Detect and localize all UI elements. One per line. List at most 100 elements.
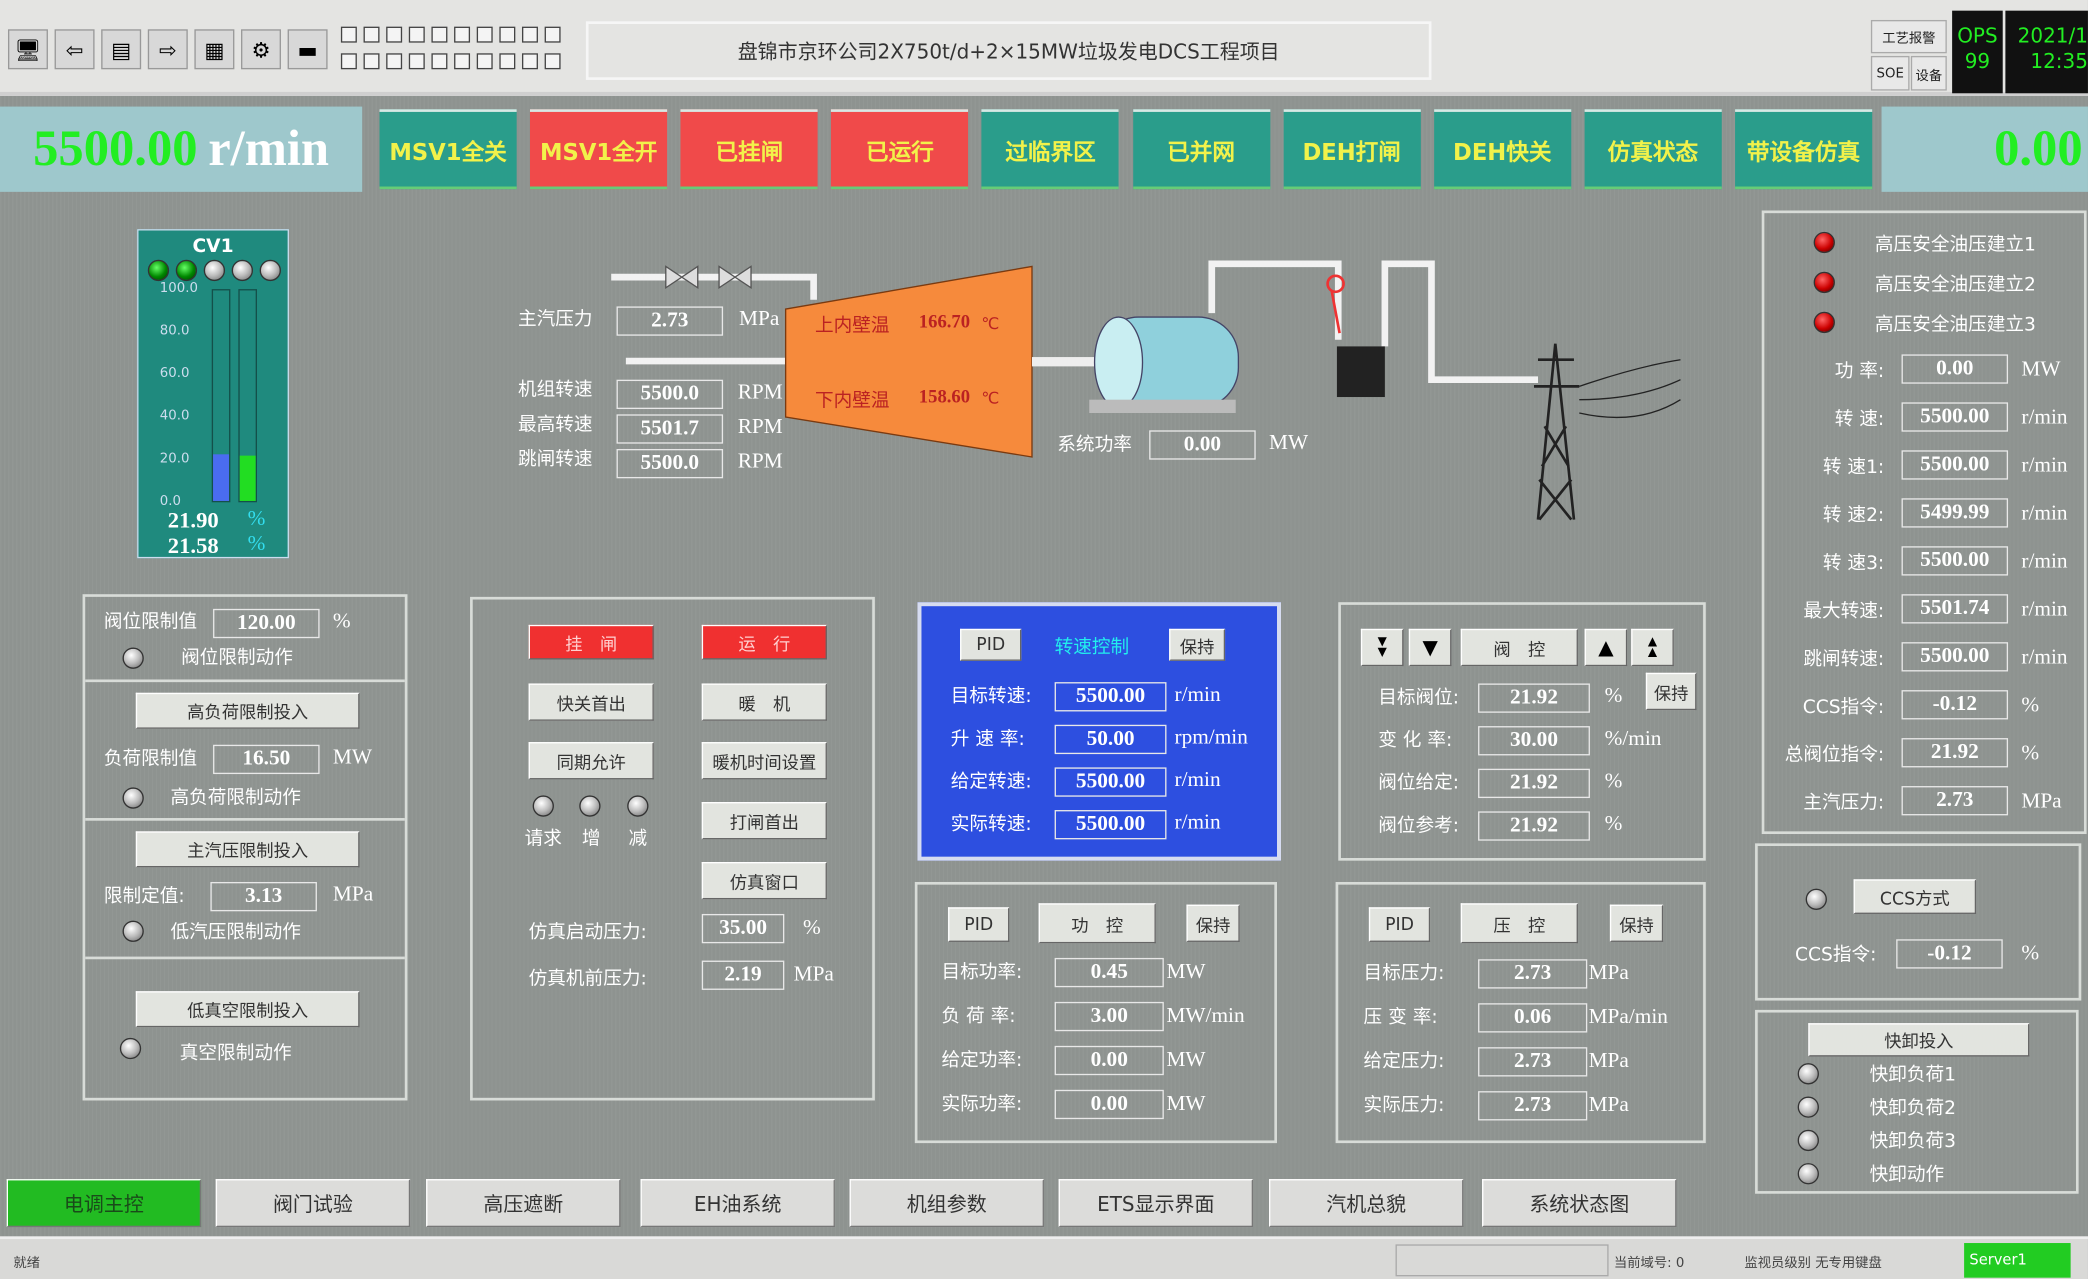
pressure-row-value[interactable]: 2.73 bbox=[1478, 959, 1588, 989]
status-row-value[interactable]: 21.92 bbox=[1901, 738, 2009, 768]
nav-tab[interactable]: ETS显示界面 bbox=[1058, 1179, 1254, 1228]
nav-tab[interactable]: 高压遮断 bbox=[426, 1179, 621, 1228]
valve-fast-down-button[interactable]: ▼▼ bbox=[1360, 628, 1404, 667]
status-button[interactable]: 已并网 bbox=[1132, 109, 1270, 190]
fast-close-first-button[interactable]: 快关首出 bbox=[528, 683, 654, 721]
status-row-value[interactable]: 0.00 bbox=[1901, 354, 2009, 384]
latch-button[interactable]: 挂 闸 bbox=[528, 624, 654, 660]
process-alarm-button[interactable]: 工艺报警 bbox=[1870, 19, 1947, 54]
status-row-value[interactable]: -0.12 bbox=[1901, 690, 2009, 720]
nav-tab[interactable]: 阀门试验 bbox=[215, 1179, 411, 1228]
settings-icon[interactable]: ⚙ bbox=[241, 29, 281, 70]
status-row-value[interactable]: 5500.00 bbox=[1901, 450, 2009, 480]
quick-unload-label: 快卸负荷3 bbox=[1869, 1131, 1957, 1153]
status-row-value[interactable]: 2.73 bbox=[1901, 786, 2009, 816]
pressure-pid-button[interactable]: PID bbox=[1368, 907, 1431, 942]
load-limit-value[interactable]: 16.50 bbox=[213, 744, 320, 775]
nav-tab[interactable]: EH油系统 bbox=[640, 1179, 835, 1228]
warm-time-setting-button[interactable]: 暖机时间设置 bbox=[701, 742, 827, 780]
nav-tab[interactable]: 机组参数 bbox=[849, 1179, 1044, 1228]
max-speed-value[interactable]: 5501.7 bbox=[616, 414, 724, 444]
power-control-button[interactable]: 功 控 bbox=[1038, 903, 1156, 944]
valve-row-value[interactable]: 21.92 bbox=[1478, 683, 1590, 713]
nav-tab[interactable]: 汽机总貌 bbox=[1269, 1179, 1464, 1228]
network-icon[interactable]: ▦ bbox=[194, 29, 235, 70]
status-row-value[interactable]: 5500.00 bbox=[1901, 402, 2009, 432]
trip-first-button[interactable]: 打闸首出 bbox=[701, 802, 827, 840]
main-pressure-value[interactable]: 2.73 bbox=[616, 306, 724, 336]
status-button[interactable]: 带设备仿真 bbox=[1734, 109, 1873, 190]
warm-up-button[interactable]: 暖 机 bbox=[701, 683, 827, 721]
pressure-control-panel bbox=[1335, 881, 1706, 1144]
nav-tab[interactable]: 系统状态图 bbox=[1482, 1179, 1677, 1228]
status-button[interactable]: MSV1全关 bbox=[379, 109, 517, 190]
system-power-value[interactable]: 0.00 bbox=[1149, 430, 1256, 460]
sim-window-button[interactable]: 仿真窗口 bbox=[701, 861, 827, 900]
power-pid-button[interactable]: PID bbox=[948, 907, 1010, 942]
note-icon[interactable]: ▬ bbox=[287, 29, 328, 70]
sync-permit-button[interactable]: 同期允许 bbox=[528, 742, 654, 780]
valve-row-value[interactable]: 21.92 bbox=[1478, 768, 1590, 799]
pressure-row-value[interactable]: 2.73 bbox=[1478, 1047, 1588, 1077]
page-icon[interactable]: ▤ bbox=[101, 29, 142, 70]
status-button[interactable]: DEH快关 bbox=[1433, 109, 1571, 190]
power-row-value[interactable]: 0.00 bbox=[1054, 1045, 1164, 1076]
status-row-value[interactable]: 5500.00 bbox=[1901, 642, 2009, 672]
status-button[interactable]: 过临界区 bbox=[981, 109, 1120, 190]
power-row-value[interactable]: 3.00 bbox=[1054, 1001, 1164, 1032]
back-icon[interactable]: ⇦ bbox=[54, 29, 95, 70]
pressure-row-value[interactable]: 0.06 bbox=[1478, 1003, 1588, 1033]
valve-limit-value[interactable]: 120.00 bbox=[213, 608, 320, 639]
sim-front-pressure-value[interactable]: 2.19 bbox=[701, 960, 785, 990]
speed-row-value[interactable]: 5500.00 bbox=[1054, 810, 1167, 840]
oil-pressure-label: 高压安全油压建立1 bbox=[1874, 234, 2036, 256]
power-row-value[interactable]: 0.45 bbox=[1054, 957, 1164, 988]
status-button[interactable]: 已运行 bbox=[831, 109, 969, 190]
monitor-icon[interactable]: 🖥 bbox=[7, 29, 48, 70]
power-row-value[interactable]: 0.00 bbox=[1054, 1089, 1164, 1120]
pressure-hold-button[interactable]: 保持 bbox=[1609, 904, 1664, 942]
nav-tab[interactable]: 电调主控 bbox=[6, 1179, 202, 1228]
indicator-square bbox=[386, 53, 403, 70]
ccs-command-value[interactable]: -0.12 bbox=[1896, 939, 2003, 969]
valve-row-value[interactable]: 21.92 bbox=[1478, 811, 1590, 841]
sim-start-pressure-value[interactable]: 35.00 bbox=[701, 913, 785, 944]
valve-control-button[interactable]: 阀 控 bbox=[1460, 628, 1578, 667]
valve-hold-button[interactable]: 保持 bbox=[1645, 672, 1697, 711]
trip-speed-value[interactable]: 5500.0 bbox=[616, 448, 724, 479]
unit: MPa bbox=[739, 307, 780, 331]
speed-pid-button[interactable]: PID bbox=[960, 628, 1022, 661]
speed-row-value[interactable]: 5500.00 bbox=[1054, 682, 1167, 712]
valve-down-button[interactable]: ▼ bbox=[1408, 628, 1452, 667]
speed-hold-button[interactable]: 保持 bbox=[1169, 628, 1226, 661]
high-load-action-label: 高负荷限制动作 bbox=[170, 787, 301, 809]
status-button[interactable]: DEH打闸 bbox=[1283, 109, 1421, 190]
speed-row-value[interactable]: 5500.00 bbox=[1054, 767, 1167, 797]
status-button[interactable]: 仿真状态 bbox=[1584, 109, 1722, 190]
status-button[interactable]: 已挂闸 bbox=[680, 109, 818, 190]
main-steam-limit-button[interactable]: 主汽压限制投入 bbox=[135, 831, 360, 868]
soe-button[interactable]: SOE bbox=[1870, 55, 1910, 91]
run-button[interactable]: 运 行 bbox=[701, 624, 827, 660]
valve-up-button[interactable]: ▲ bbox=[1584, 628, 1628, 667]
quick-unload-enable-button[interactable]: 快卸投入 bbox=[1808, 1023, 2030, 1057]
unit-speed-value[interactable]: 5500.0 bbox=[616, 379, 724, 410]
status-button[interactable]: MSV1全开 bbox=[530, 109, 668, 190]
status-row-value[interactable]: 5499.99 bbox=[1901, 498, 2009, 528]
low-vacuum-limit-button[interactable]: 低真空限制投入 bbox=[135, 991, 360, 1028]
high-load-limit-button[interactable]: 高负荷限制投入 bbox=[135, 692, 360, 729]
power-hold-button[interactable]: 保持 bbox=[1186, 904, 1240, 942]
pressure-control-button[interactable]: 压 控 bbox=[1460, 903, 1578, 944]
speed-row-label: 实际转速: bbox=[950, 814, 1032, 836]
limit-set-value[interactable]: 3.13 bbox=[210, 881, 317, 912]
limit-set-label: 限制定值: bbox=[103, 885, 185, 908]
valve-row-value[interactable]: 30.00 bbox=[1478, 726, 1590, 756]
valve-fast-up-button[interactable]: ▲▲ bbox=[1631, 628, 1674, 667]
status-row-value[interactable]: 5500.00 bbox=[1901, 546, 2009, 576]
speed-row-value[interactable]: 50.00 bbox=[1054, 724, 1167, 755]
forward-icon[interactable]: ⇨ bbox=[147, 29, 188, 70]
pressure-row-value[interactable]: 2.73 bbox=[1478, 1091, 1588, 1121]
status-row-value[interactable]: 5501.74 bbox=[1901, 594, 2009, 624]
ccs-mode-button[interactable]: CCS方式 bbox=[1853, 879, 1977, 914]
device-button[interactable]: 设备 bbox=[1910, 55, 1947, 91]
